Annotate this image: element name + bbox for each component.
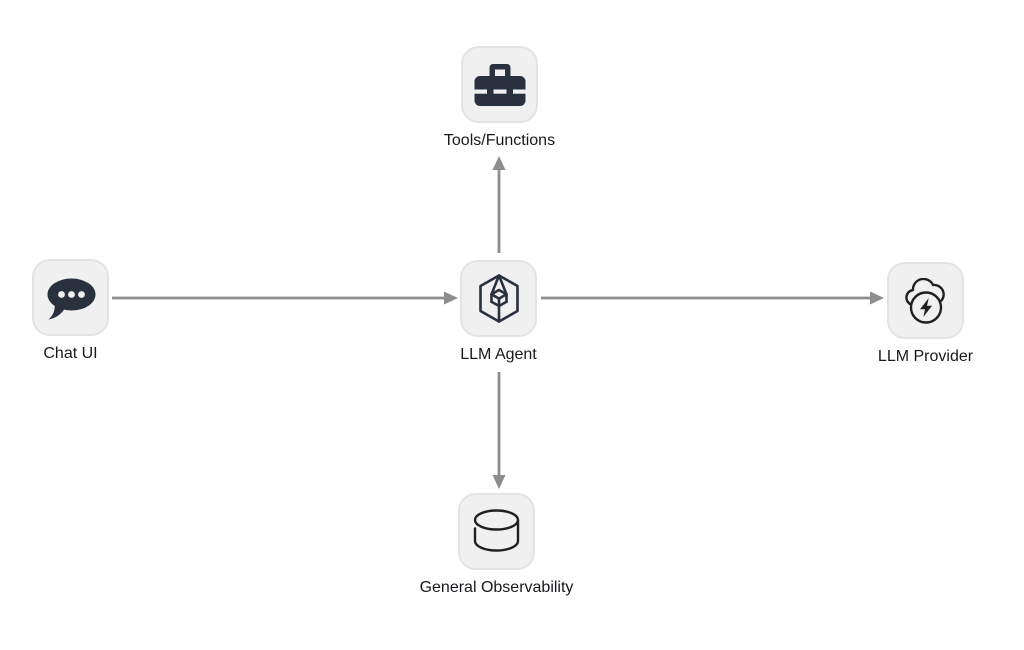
edge-llm-agent-to-tools-functions — [492, 156, 506, 253]
node-box — [461, 46, 538, 123]
node-label: LLM Agent — [460, 346, 537, 363]
arrowhead-icon — [870, 291, 884, 305]
edge-llm-agent-to-llm-provider — [541, 291, 884, 305]
edge-chat-ui-to-llm-agent — [112, 291, 458, 305]
node-label: General Observability — [419, 579, 574, 596]
node-label: LLM Provider — [877, 348, 974, 365]
node-tools-functions: Tools/Functions — [390, 46, 610, 150]
edge-llm-agent-to-general-observability — [492, 372, 506, 489]
database-icon — [473, 509, 520, 552]
node-llm-provider: LLM Provider — [816, 262, 1024, 366]
node-box — [887, 262, 964, 339]
node-box — [458, 493, 535, 570]
node-label: Chat UI — [43, 345, 98, 362]
node-box — [32, 259, 109, 336]
cube-3d-icon — [478, 274, 519, 323]
node-label: Tools/Functions — [443, 132, 556, 149]
cloud-lightning-icon — [905, 277, 945, 324]
node-chat-ui: Chat UI — [0, 259, 181, 363]
arrowhead-icon — [492, 156, 506, 170]
node-llm-agent: LLM Agent — [389, 260, 609, 364]
node-general-observability: General Observability — [387, 493, 607, 597]
arrowhead-icon — [444, 291, 458, 305]
arrowhead-icon — [492, 475, 506, 489]
toolbox-icon — [474, 63, 525, 106]
node-box — [460, 260, 537, 337]
chat-bubble-icon — [47, 278, 95, 319]
